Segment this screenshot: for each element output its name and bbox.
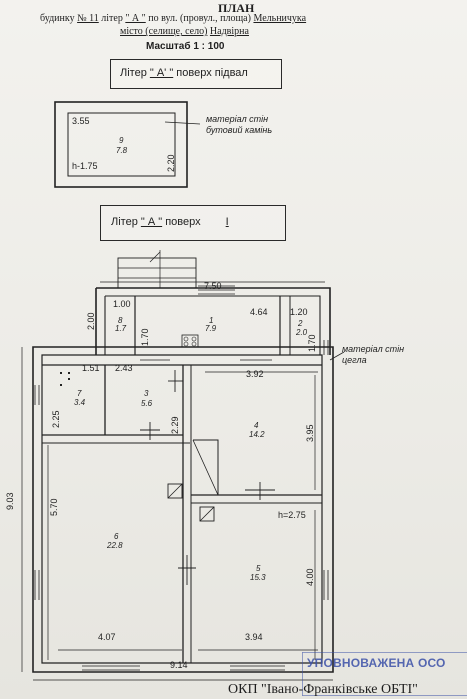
dim-room-1-width: 4.64 xyxy=(250,307,268,317)
room-9-area: 7.8 xyxy=(116,146,128,155)
dim-room-7-width: 1.51 xyxy=(82,363,100,373)
dim-room-8-width: 1.00 xyxy=(113,299,131,309)
liter-value: " А " xyxy=(125,13,146,24)
street-caption: по вул. (провул., площа) xyxy=(148,13,251,24)
dim-room-2-width: 1.20 xyxy=(290,307,308,317)
scale-label: Масштаб 1 : 100 xyxy=(146,41,225,52)
building-number: № 11 xyxy=(77,13,99,24)
page-title: ПЛАН xyxy=(218,1,255,15)
dim-veranda-left: 2.00 xyxy=(86,312,96,330)
basement-liter: " А' " xyxy=(149,67,174,79)
basement-label-suffix: поверх підвал xyxy=(176,67,248,79)
dim-room-5-height: 4.00 xyxy=(305,568,315,586)
basement-wall-material: матеріал стін бутовий камінь xyxy=(206,114,273,135)
city-value: Надвірна xyxy=(209,26,249,37)
stamp-text: УПОВНОВАЖЕНА ОСО xyxy=(307,656,446,670)
basement-dim-right: 2.20 xyxy=(166,154,176,172)
dim-veranda-top: 7.50 xyxy=(204,281,222,291)
dim-room-3-height: 2.29 xyxy=(170,416,180,434)
floor-label-box: Літер " А " поверх I xyxy=(100,205,286,241)
floor-number: I xyxy=(225,216,229,228)
footer-organisation: ОКП "Івано-Франківське ОБТІ" xyxy=(228,682,418,697)
dim-room-8-height: 1.70 xyxy=(140,328,150,346)
room-3-area: 5.6 xyxy=(141,399,153,408)
room-8-number: 8 xyxy=(118,316,123,325)
room-2-area: 2.0 xyxy=(296,328,308,337)
dim-room-7-height: 2.25 xyxy=(51,410,61,428)
room-8-area: 1.7 xyxy=(115,324,127,333)
room-6-number: 6 xyxy=(114,532,119,541)
dim-room-4-height: 3.95 xyxy=(305,424,315,442)
basement-outer-wall xyxy=(54,101,188,188)
floor-label-prefix: Літер xyxy=(111,216,138,228)
room-3-number: 3 xyxy=(144,389,149,398)
dim-room-4-width: 3.92 xyxy=(246,369,264,379)
city-line: місто (селище, село) Надвірна xyxy=(120,26,249,37)
basement-inner-wall xyxy=(67,112,176,177)
room-7-number: 7 xyxy=(77,389,82,398)
room-1-area: 7.9 xyxy=(205,324,217,333)
room-7-area: 3.4 xyxy=(74,398,86,407)
room-1-number: 1 xyxy=(209,316,214,325)
building-prefix: будинку xyxy=(40,13,75,24)
dim-room-2-height: 1.70 xyxy=(307,334,317,352)
basement-height: h-1.75 xyxy=(72,161,98,171)
city-caption: місто (селище, село) xyxy=(120,26,208,37)
dim-total-height: 9.03 xyxy=(5,492,15,510)
dim-room-3-width: 2.43 xyxy=(115,363,133,373)
room-2-number: 2 xyxy=(298,319,303,328)
authority-stamp: УПОВНОВАЖЕНА ОСО xyxy=(302,652,467,696)
floor-label-mid: поверх xyxy=(165,216,201,228)
basement-dim-top: 3.55 xyxy=(72,116,90,126)
liter-word: літер xyxy=(101,13,123,24)
house-inner-wall xyxy=(41,354,323,664)
dim-room-6-width: 4.07 xyxy=(98,632,116,642)
room-4-number: 4 xyxy=(254,421,259,430)
street-value: Мельничука xyxy=(253,13,307,24)
dim-total-width: 9.14 xyxy=(170,660,188,670)
room-6-area: 22.8 xyxy=(107,541,123,550)
room-4-area: 14.2 xyxy=(249,430,265,439)
dim-room-5-width: 3.94 xyxy=(245,632,263,642)
basement-label-prefix: Літер xyxy=(120,67,147,79)
basement-label-box: Літер " А' " поверх підвал xyxy=(110,59,282,89)
floor-wall-material: матеріал стін цегла xyxy=(342,344,405,365)
room-9-number: 9 xyxy=(119,136,124,145)
room-5-number: 5 xyxy=(256,564,261,573)
floor-liter: " А " xyxy=(140,216,163,228)
room-5-area: 15.3 xyxy=(250,573,266,582)
dim-room-6-height: 5.70 xyxy=(49,498,59,516)
floor-height: h=2.75 xyxy=(278,510,306,520)
building-line: будинку № 11 літер " А " по вул. (провул… xyxy=(40,13,306,24)
house-outer-wall xyxy=(32,346,334,673)
